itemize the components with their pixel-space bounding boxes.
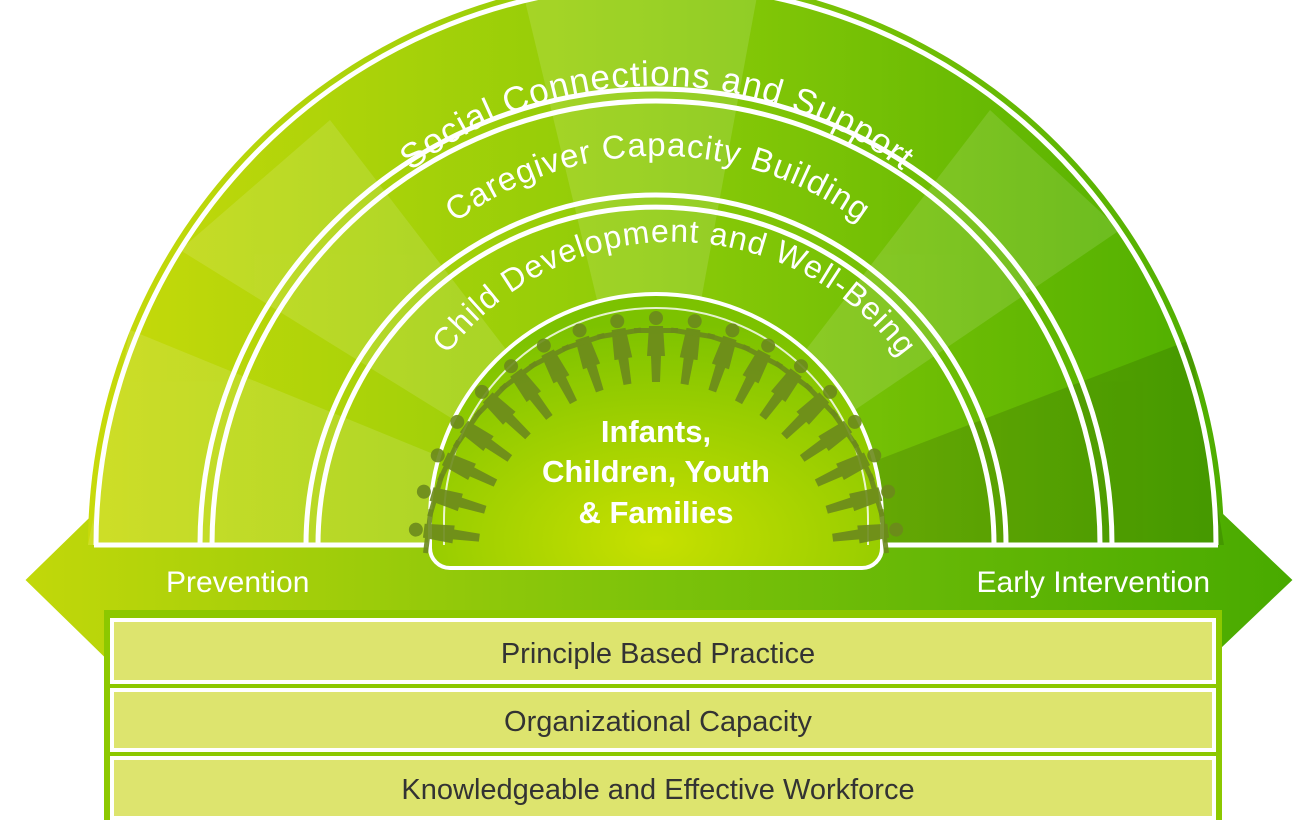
person-figure <box>759 359 813 420</box>
person-figure <box>799 409 862 462</box>
center-line-2: Children, Youth <box>542 454 770 489</box>
person-figure <box>430 439 498 487</box>
person-figure <box>408 509 480 554</box>
foundation-bar-1 <box>110 618 1216 684</box>
foundation-label-1: Principle Based Practice <box>501 638 815 670</box>
foundation: Principle Based Practice Organizational … <box>104 610 1222 820</box>
foundation-bar-2 <box>110 688 1216 752</box>
person-figure <box>473 383 531 440</box>
person-figure <box>825 473 896 518</box>
person-figure <box>832 509 904 554</box>
person-figure <box>597 314 642 385</box>
foundation-label-3: Knowledgeable and Effective Workforce <box>401 774 914 806</box>
person-figure <box>561 323 606 393</box>
early-intervention-label: Early Intervention <box>977 566 1210 599</box>
center-line-1: Infants, <box>601 414 711 449</box>
people-figures <box>408 311 904 554</box>
person-figure <box>670 314 715 385</box>
inner-core <box>408 292 904 570</box>
center-label: Infants, Children, Youth & Families <box>542 414 770 530</box>
person-figure <box>450 409 513 462</box>
prevention-label: Prevention <box>166 566 309 599</box>
person-figure <box>734 338 784 405</box>
foundation-label-2: Organizational Capacity <box>504 706 812 738</box>
foundation-bar-3 <box>110 756 1216 820</box>
person-figure <box>634 311 678 382</box>
person-figure <box>499 359 553 420</box>
center-line-3: & Families <box>578 495 733 530</box>
person-figure <box>706 323 751 393</box>
person-figure <box>416 473 487 518</box>
person-figure <box>814 439 882 487</box>
person-figure <box>781 383 839 440</box>
person-figure <box>528 338 578 405</box>
